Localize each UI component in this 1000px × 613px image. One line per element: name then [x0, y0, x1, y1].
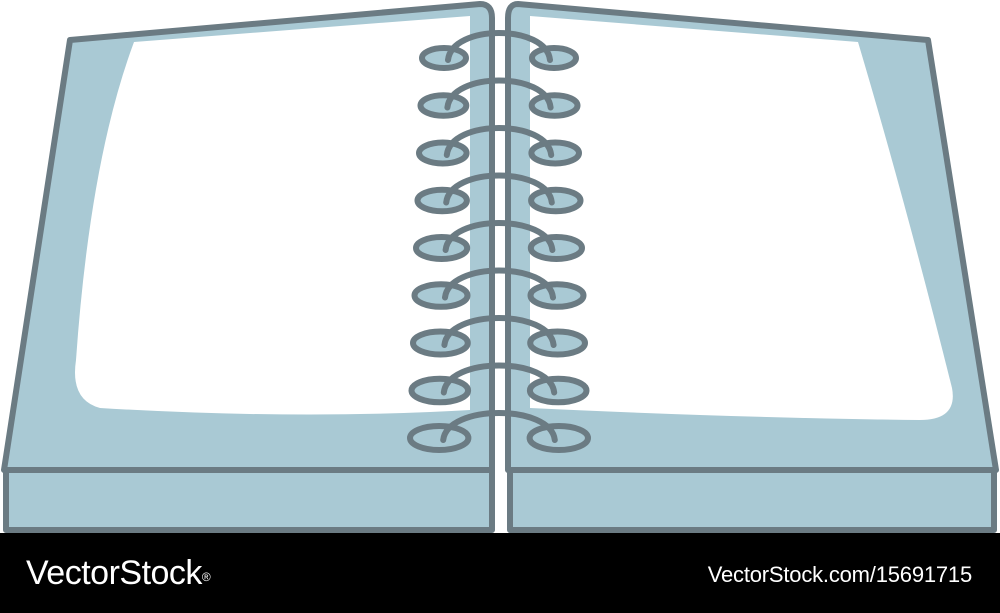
spiral-hole-left: [413, 234, 471, 262]
spiral-hole-left: [411, 281, 471, 310]
spiral-binding-icon: [407, 30, 591, 453]
spiral-ring: [445, 30, 553, 63]
spiral-ring: [440, 410, 558, 443]
spiral-ring: [443, 172, 555, 206]
spiral-hole-right: [526, 423, 591, 453]
spiral-ring: [444, 77, 554, 111]
spiral-hole-right: [527, 328, 588, 358]
watermark-bar: VectorStock® VectorStock.com/15691715: [0, 533, 1000, 613]
left-page: [75, 16, 470, 415]
spiral-hole-right: [529, 45, 579, 71]
spiral-hole-left: [408, 375, 472, 406]
image-id-label: VectorStock.com/15691715: [707, 562, 972, 587]
spiral-hole-left: [410, 328, 471, 358]
spiral-hole-left: [416, 139, 470, 167]
open-notebook-illustration: [1, 1, 999, 533]
right-page: [530, 16, 953, 420]
spiral-hole-left: [417, 92, 470, 119]
spiral-hole-right: [527, 281, 587, 310]
spiral-ring: [440, 362, 558, 396]
spiral-ring: [441, 315, 557, 348]
spiral-hole-right: [528, 92, 581, 119]
spiral-hole-left: [419, 45, 469, 71]
right-cover-edge: [507, 467, 997, 533]
spiral-hole-left: [414, 186, 470, 215]
registered-mark-icon: ®: [201, 570, 211, 584]
spiral-hole-right: [526, 375, 590, 406]
spiral-ring: [442, 220, 556, 253]
left-cover-edge: [3, 467, 495, 533]
spiral-hole-right: [528, 186, 584, 215]
spiral-ring: [442, 267, 556, 301]
spiral-ring: [443, 125, 555, 158]
spiral-hole-right: [528, 139, 583, 167]
brand-logo: VectorStock®: [26, 554, 211, 592]
spiral-hole-right: [527, 234, 586, 262]
spiral-hole-left: [407, 423, 472, 453]
